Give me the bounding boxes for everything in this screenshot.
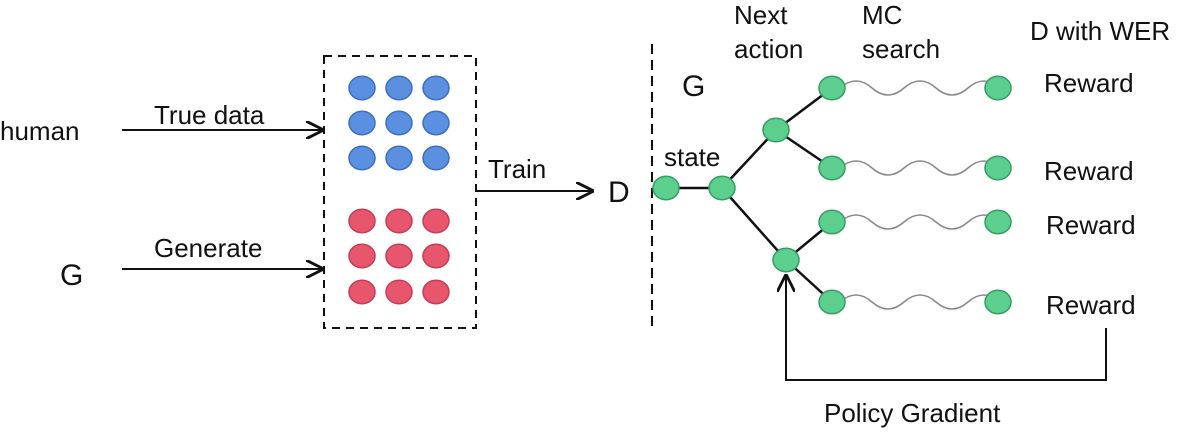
edge-state-lower (721, 187, 787, 261)
generated-data-dot (422, 243, 450, 269)
rollout-2 (839, 160, 1001, 176)
next-action-label-line2: action (734, 34, 803, 64)
true-data-dot (422, 75, 450, 101)
action-node-lower (772, 247, 800, 273)
true-data-dot (422, 145, 450, 171)
next-action-label-line1: Next (734, 0, 788, 30)
generated-data-dot (348, 279, 376, 305)
true-data-dot (422, 110, 450, 136)
generated-data-dot (422, 208, 450, 234)
tree-nodes (652, 75, 1012, 315)
reward-label-3: Reward (1046, 210, 1136, 240)
mc-search-label-line1: MC (862, 0, 902, 30)
true-data-dot (348, 145, 376, 171)
true-data-dot (385, 75, 413, 101)
generated-data-dot (348, 208, 376, 234)
d-with-wer-label: D with WER (1030, 16, 1170, 46)
human-label: human (0, 116, 80, 146)
policy-gradient-label: Policy Gradient (824, 398, 1001, 428)
rollout-3 (839, 214, 1001, 230)
child-node (818, 75, 846, 101)
d-label: D (608, 176, 630, 209)
rollout-4 (839, 294, 1001, 310)
mc-rollouts (839, 80, 1001, 310)
train-label: Train (488, 154, 546, 184)
true-data-dot (385, 145, 413, 171)
g-label-right: G (682, 70, 705, 103)
leaf-node (984, 209, 1012, 235)
generated-data-dot (422, 279, 450, 305)
leaf-node (984, 75, 1012, 101)
generated-data-dot (385, 279, 413, 305)
root-node (652, 175, 680, 201)
mc-search-label-line2: search (862, 34, 940, 64)
true-data-label: True data (154, 100, 265, 130)
true-data-dots (348, 75, 450, 171)
child-node (818, 289, 846, 315)
generated-data-dot (348, 243, 376, 269)
true-data-dot (385, 110, 413, 136)
policy-gradient-arrow (786, 276, 1107, 381)
true-data-dot (348, 75, 376, 101)
generated-data-dot (385, 208, 413, 234)
edge-state-upper (721, 129, 777, 189)
tree-edges (666, 87, 833, 303)
generated-data-dots (348, 208, 450, 305)
state-node (708, 175, 736, 201)
leaf-node (984, 289, 1012, 315)
true-data-dot (348, 110, 376, 136)
state-label: state (664, 142, 720, 172)
generated-data-dot (385, 243, 413, 269)
rollout-1 (839, 80, 1001, 96)
reward-label-1: Reward (1044, 68, 1134, 98)
g-label-left: G (60, 259, 83, 292)
child-node (818, 209, 846, 235)
leaf-node (984, 155, 1012, 181)
child-node (818, 155, 846, 181)
reward-label-2: Reward (1044, 156, 1134, 186)
generate-label: Generate (154, 233, 262, 263)
action-node-upper (762, 117, 790, 143)
reward-label-4: Reward (1046, 290, 1136, 320)
